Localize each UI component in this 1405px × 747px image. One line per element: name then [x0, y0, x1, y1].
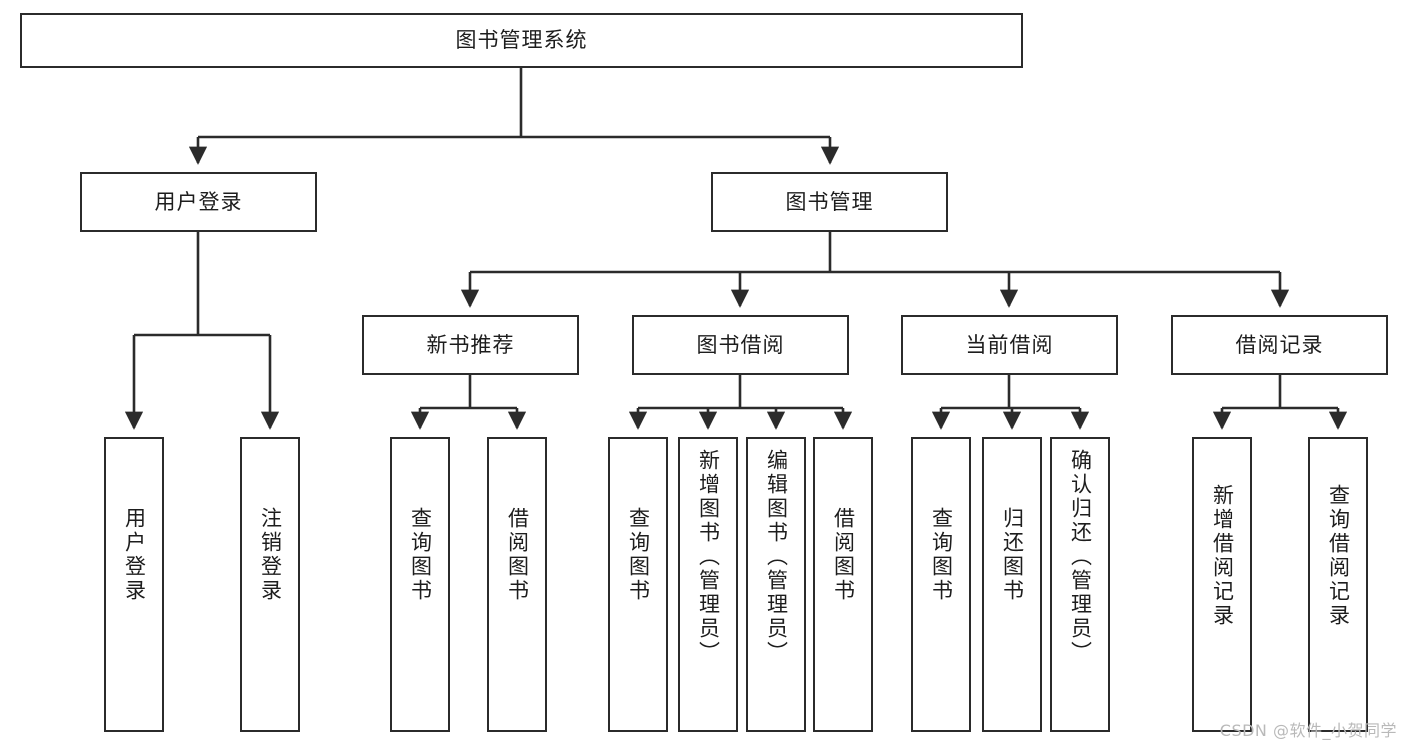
edge-bookborrow-to-leaves	[628, 375, 853, 430]
leaf-borrow-book-2[interactable]: 借阅图书	[813, 437, 873, 732]
leaf-query-record[interactable]: 查询借阅记录	[1308, 437, 1368, 732]
leaf-borrow-book-1-label: 借阅图书	[505, 507, 530, 603]
node-borrow-record[interactable]: 借阅记录	[1171, 315, 1388, 375]
node-current-borrow[interactable]: 当前借阅	[901, 315, 1118, 375]
node-new-book-rec[interactable]: 新书推荐	[362, 315, 579, 375]
node-user-login-label: 用户登录	[154, 189, 243, 214]
node-book-borrow[interactable]: 图书借阅	[632, 315, 849, 375]
leaf-query-book-2[interactable]: 查询图书	[608, 437, 668, 732]
leaf-return-book-label: 归还图书	[1000, 507, 1025, 603]
node-book-manage-label: 图书管理	[785, 189, 874, 214]
edge-userlogin-to-leaves	[124, 232, 280, 430]
node-root[interactable]: 图书管理系统	[20, 13, 1023, 68]
leaf-edit-book-label: 编辑图书（管理员）	[764, 449, 789, 665]
leaf-confirm-return[interactable]: 确认归还（管理员）	[1050, 437, 1110, 732]
leaf-logout[interactable]: 注销登录	[240, 437, 300, 732]
leaf-query-book-3[interactable]: 查询图书	[911, 437, 971, 732]
edge-borrowrecord-to-leaves	[1212, 375, 1348, 430]
node-book-borrow-label: 图书借阅	[696, 332, 785, 357]
node-borrow-record-label: 借阅记录	[1235, 332, 1324, 357]
edge-newbook-to-leaves	[410, 375, 527, 430]
leaf-borrow-book-1[interactable]: 借阅图书	[487, 437, 547, 732]
leaf-query-record-label: 查询借阅记录	[1326, 484, 1351, 628]
leaf-query-book-1-label: 查询图书	[408, 507, 433, 603]
edge-root-to-level1	[188, 68, 840, 165]
leaf-confirm-return-label: 确认归还（管理员）	[1068, 449, 1093, 665]
leaf-add-book-label: 新增图书（管理员）	[696, 449, 721, 665]
leaf-return-book[interactable]: 归还图书	[982, 437, 1042, 732]
leaf-query-book-3-label: 查询图书	[929, 507, 954, 603]
leaf-query-book-1[interactable]: 查询图书	[390, 437, 450, 732]
leaf-logout-label: 注销登录	[258, 507, 283, 603]
edge-currentborrow-to-leaves	[931, 375, 1090, 430]
node-root-label: 图书管理系统	[455, 28, 588, 53]
node-current-borrow-label: 当前借阅	[965, 332, 1054, 357]
edge-bookmanage-to-level2	[460, 232, 1290, 308]
leaf-add-record[interactable]: 新增借阅记录	[1192, 437, 1252, 732]
node-new-book-rec-label: 新书推荐	[426, 332, 515, 357]
node-user-login[interactable]: 用户登录	[80, 172, 317, 232]
leaf-borrow-book-2-label: 借阅图书	[831, 507, 856, 603]
leaf-edit-book[interactable]: 编辑图书（管理员）	[746, 437, 806, 732]
leaf-add-book[interactable]: 新增图书（管理员）	[678, 437, 738, 732]
leaf-user-login-label: 用户登录	[122, 507, 147, 603]
leaf-add-record-label: 新增借阅记录	[1210, 484, 1235, 628]
leaf-query-book-2-label: 查询图书	[626, 507, 651, 603]
leaf-user-login[interactable]: 用户登录	[104, 437, 164, 732]
node-book-manage[interactable]: 图书管理	[711, 172, 948, 232]
